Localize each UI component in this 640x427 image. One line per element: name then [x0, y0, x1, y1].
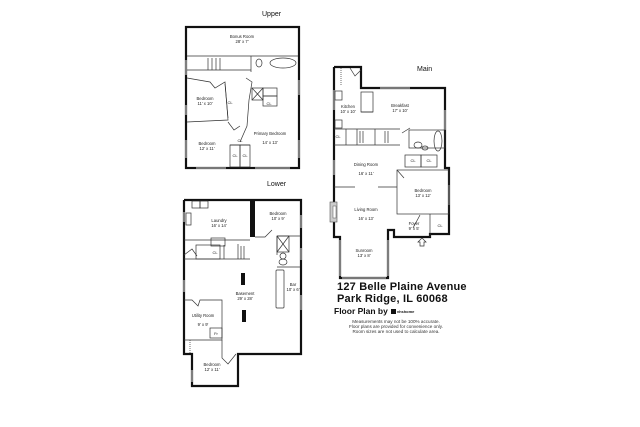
main-floor: Kitchen 10' x 10' Breakfast 17' x 10' Di…	[329, 65, 451, 280]
closet-label: CL	[227, 100, 233, 105]
room-name: Basement	[236, 291, 256, 296]
closet-label: CL	[426, 158, 432, 163]
credit-label: Floor Plan by	[334, 306, 388, 316]
level-label-main: Main	[417, 66, 432, 73]
room-name: Utility Room	[192, 313, 215, 318]
room-name: Breakfast	[391, 103, 410, 108]
room-name: Primary Bedroom	[254, 131, 287, 136]
closet-label: CL	[237, 138, 243, 143]
room-dims: 16' x 13'	[358, 216, 374, 221]
room-name: Bedroom	[204, 362, 222, 367]
closet-label: CL	[232, 153, 238, 158]
room-dims: 28' x 7'	[235, 39, 248, 44]
room-dims: 14' x 13'	[262, 140, 278, 145]
room-name: Dining Room	[354, 162, 379, 167]
closet-label: CL	[335, 134, 341, 139]
closet-label: CL	[266, 101, 272, 106]
brand-logo: vhshome	[390, 308, 415, 314]
room-dims: 29' x 28'	[237, 296, 253, 301]
address-line-1: 127 Belle Plaine Avenue	[337, 281, 467, 293]
disclaimer-line: Room sizes are not used to calculate are…	[352, 329, 440, 335]
room-name: Bonus Room	[230, 34, 255, 39]
room-name: Foyer	[409, 221, 420, 226]
lower-floor: Laundry 16' x 14' Bedroom 10' x 9' Basem…	[182, 198, 303, 388]
room-dims: 11' x 10'	[197, 101, 212, 106]
closet-label: CL	[410, 158, 416, 163]
property-address: 127 Belle Plaine Avenue Park Ridge, IL 6…	[337, 281, 467, 305]
house-icon	[390, 308, 396, 314]
room-dims: 16' x 14'	[211, 223, 227, 228]
disclaimer-line: Floor plans are provided for convenience…	[349, 324, 443, 330]
room-dims: 9' x 9'	[198, 322, 209, 327]
room-dims: 13' x 8'	[357, 253, 370, 258]
room-dims: 10' x 10'	[340, 109, 356, 114]
room-name: Bedroom	[270, 211, 288, 216]
room-name: Bedroom	[197, 96, 215, 101]
room-name: Bedroom	[199, 141, 217, 146]
level-label-upper: Upper	[262, 11, 282, 18]
brand-name: vhshome	[396, 308, 415, 314]
room-dims: 17' x 10'	[392, 108, 408, 113]
room-dims: 13' x 12'	[415, 193, 431, 198]
room-name: Bedroom	[415, 188, 433, 193]
room-dims: 12' x 11'	[204, 367, 219, 372]
room-name: Living Room	[354, 207, 378, 212]
floor-plan-credit: Floor Plan by vhshome	[334, 306, 414, 316]
room-dims: 10' x 6'	[286, 287, 299, 292]
upper-floor: Bonus Room 28' x 7' Bedroom 11' x 10' Be…	[184, 25, 301, 170]
room-dims: 9' x 5'	[409, 226, 420, 231]
room-dims: 10' x 9'	[271, 216, 284, 221]
address-line-2: Park Ridge, IL 60068	[337, 293, 448, 305]
room-dims: 16' x 11'	[358, 171, 373, 176]
closet-label: CL	[437, 223, 443, 228]
level-label-lower: Lower	[267, 181, 287, 188]
disclaimer: Measurements may not be 100% accurate. F…	[338, 319, 454, 335]
room-name: Laundry	[211, 218, 227, 223]
room-name: Kitchen	[341, 104, 356, 109]
room-name: Bar	[290, 282, 297, 287]
room-dims: 12' x 11'	[199, 146, 214, 151]
closet-label: CL	[242, 153, 248, 158]
furnace-label: Fr	[214, 331, 218, 336]
disclaimer-line: Measurements may not be 100% accurate.	[352, 319, 440, 324]
room-name: Sunroom	[356, 248, 374, 253]
closet-label: CL	[212, 250, 218, 255]
